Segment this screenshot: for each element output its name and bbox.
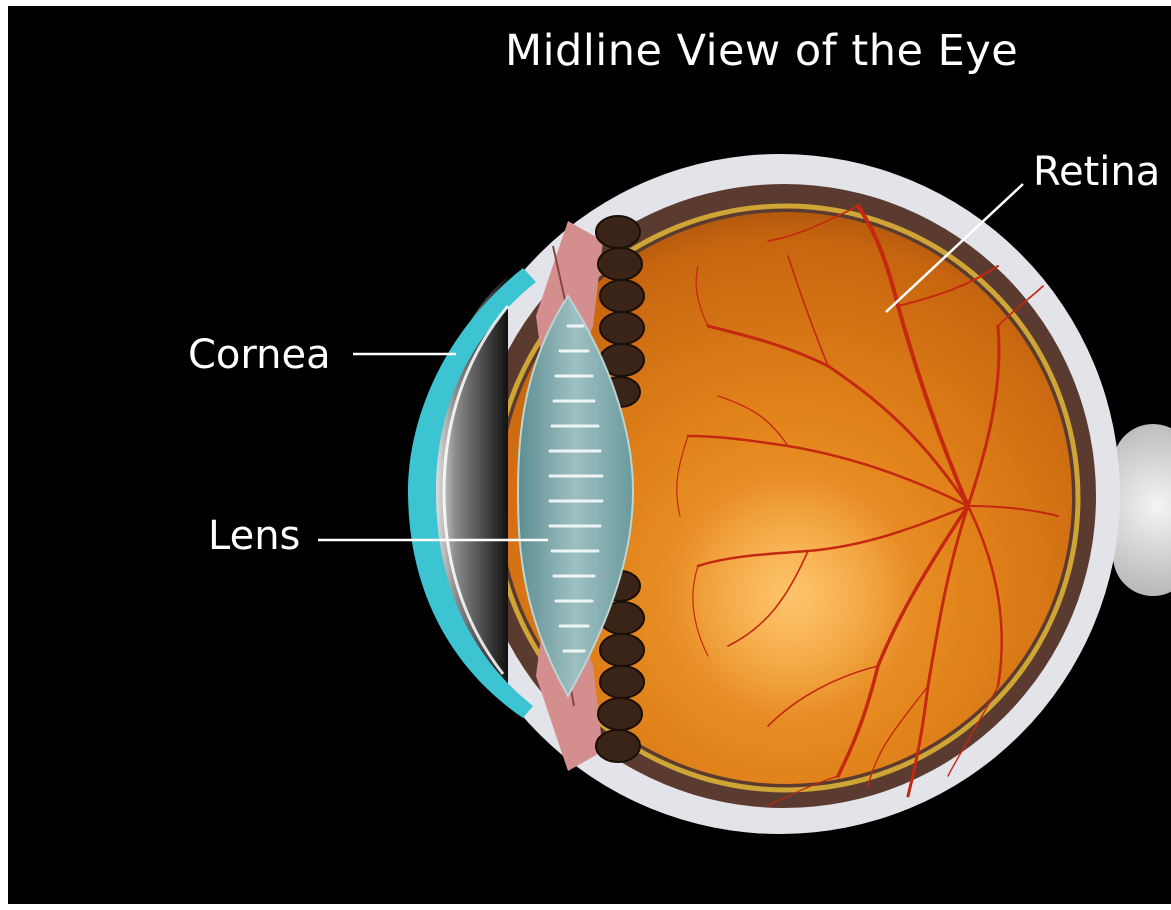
diagram-title: Midline View of the Eye <box>505 30 1018 73</box>
cornea-label: Cornea <box>188 335 331 375</box>
lens-label: Lens <box>208 516 300 556</box>
optic-nerve <box>1113 424 1171 596</box>
diagram-frame: Midline View of the Eye Retina Cornea Le… <box>8 6 1171 904</box>
retina-label: Retina <box>1033 152 1160 192</box>
eye-cross-section-illustration <box>8 6 1171 904</box>
